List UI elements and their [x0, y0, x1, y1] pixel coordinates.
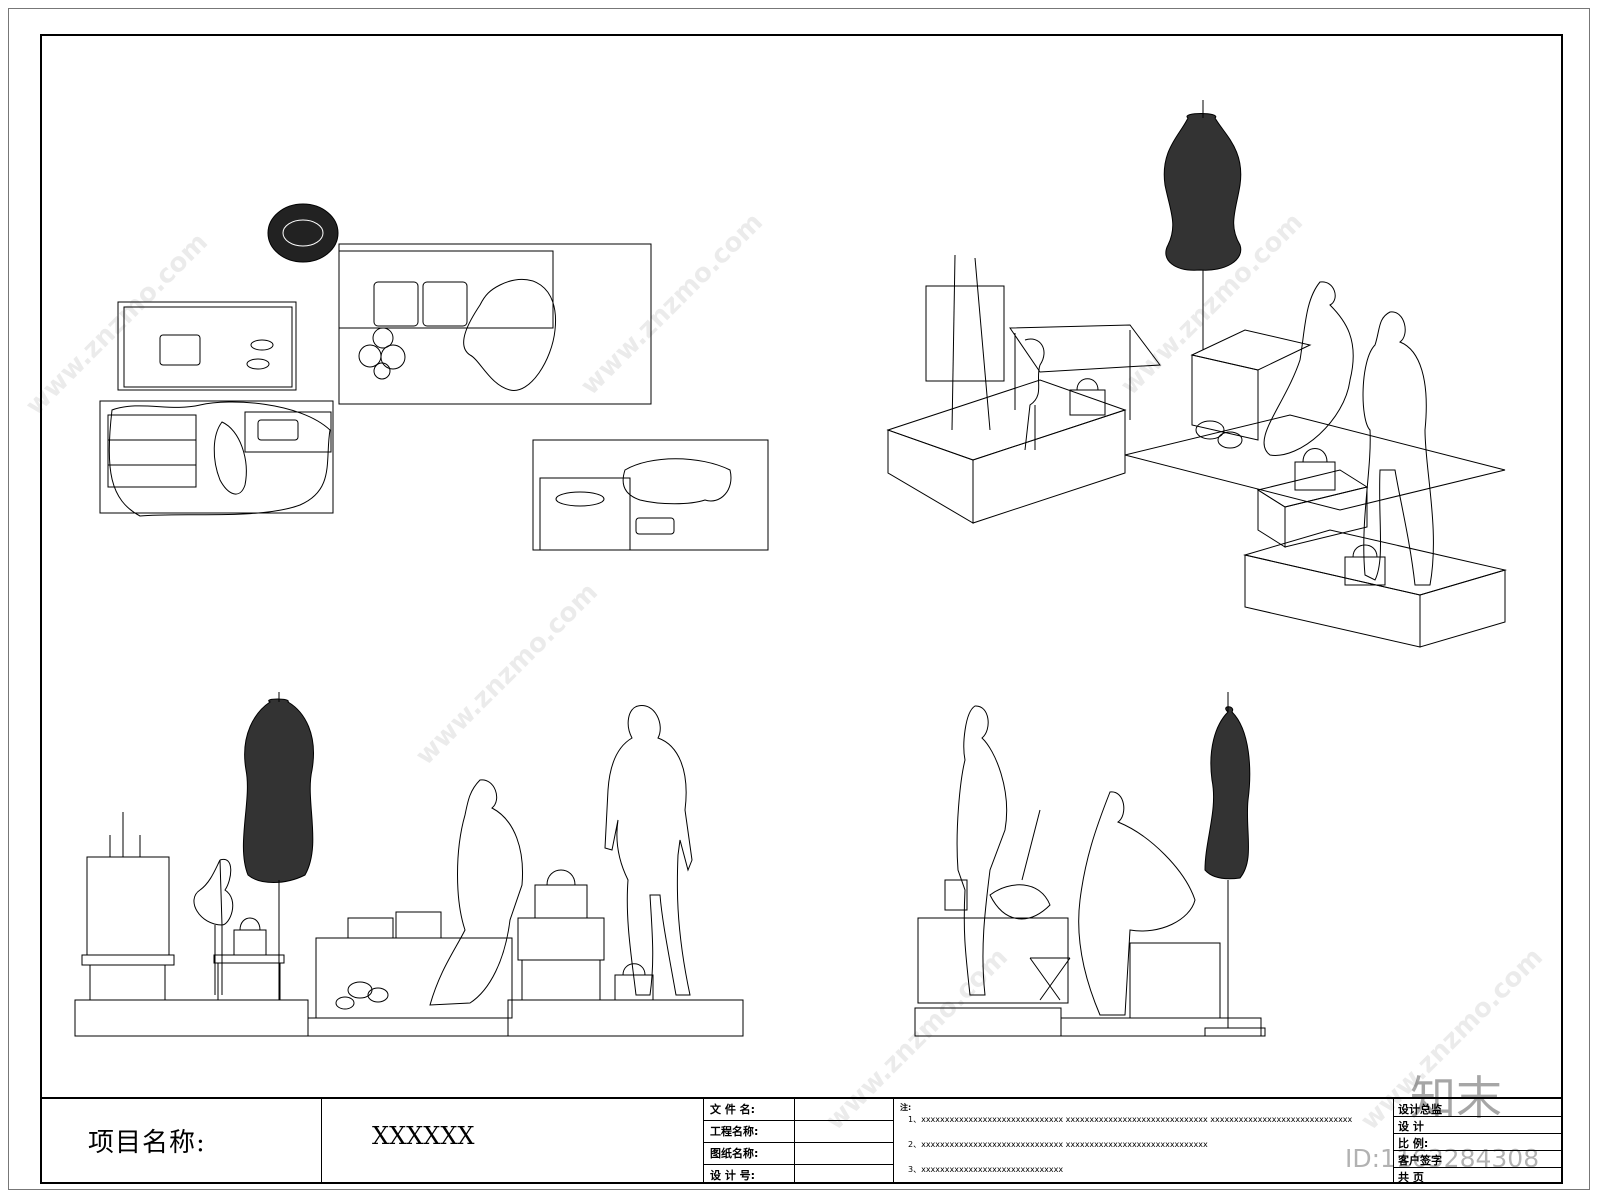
signoff-row-2: 设 计	[1394, 1116, 1561, 1134]
meta-row-file: 文 件 名:	[704, 1099, 893, 1121]
signoff-row-1: 设计总监	[1394, 1099, 1561, 1117]
signoff-row-4: 客户签字	[1394, 1150, 1561, 1168]
asset-id: ID:1163284308	[1345, 1144, 1540, 1173]
meta-row-design-no: 设 计 号:	[704, 1165, 893, 1187]
plan-view	[99, 203, 769, 551]
sheet-border	[8, 8, 1590, 1190]
signoff-row-3: 比 例:	[1394, 1133, 1561, 1151]
project-value-cell: XXXXXX	[322, 1099, 704, 1184]
client-signature-label: 客户签字	[1398, 1154, 1442, 1167]
project-name-label: 项目名称:	[88, 1128, 206, 1158]
brand-logo: 知末	[1410, 1071, 1502, 1125]
signoff-row-5: 共 页	[1394, 1167, 1561, 1184]
side-elevation	[914, 692, 1266, 1037]
file-meta-cell: 文 件 名: 工程名称: 图纸名称: 设 计 号:	[704, 1099, 894, 1184]
note-2: 2、xxxxxxxxxxxxxxxxxxxxxxxxxxxxxx xxxxxxx…	[908, 1140, 1208, 1149]
designer-label: 设 计	[1398, 1120, 1424, 1133]
signoff-cell: 设计总监 设 计 比 例: 客户签字 共 页	[1394, 1099, 1561, 1184]
design-number-label: 设 计 号:	[710, 1169, 756, 1182]
meta-row-drawing: 图纸名称:	[704, 1143, 893, 1165]
meta-divider	[794, 1099, 795, 1184]
scale-label: 比 例:	[1398, 1137, 1429, 1150]
project-title-label: 工程名称:	[710, 1125, 759, 1138]
drawing-frame	[40, 34, 1563, 1184]
note-3: 3、xxxxxxxxxxxxxxxxxxxxxxxxxxxxxx	[908, 1165, 1064, 1174]
title-block: 项目名称: XXXXXX 文 件 名: 工程名称: 图纸名称: 设 计 号: 注…	[40, 1097, 1563, 1184]
notes-cell: 注: 1、xxxxxxxxxxxxxxxxxxxxxxxxxxxxxx xxxx…	[894, 1099, 1394, 1184]
notes-label: 注:	[900, 1103, 912, 1112]
file-name-label: 文 件 名:	[710, 1103, 756, 1116]
page-count-label: 共 页	[1398, 1171, 1424, 1184]
design-director-label: 设计总监	[1398, 1103, 1442, 1116]
drawing-name-label: 图纸名称:	[710, 1147, 759, 1160]
axonometric-view	[886, 100, 1507, 648]
meta-row-project: 工程名称:	[704, 1121, 893, 1143]
front-elevation	[74, 692, 744, 1037]
project-name-cell: 项目名称:	[40, 1099, 322, 1184]
project-name-value: XXXXXX	[372, 1122, 475, 1150]
note-1: 1、xxxxxxxxxxxxxxxxxxxxxxxxxxxxxx xxxxxxx…	[908, 1115, 1353, 1124]
